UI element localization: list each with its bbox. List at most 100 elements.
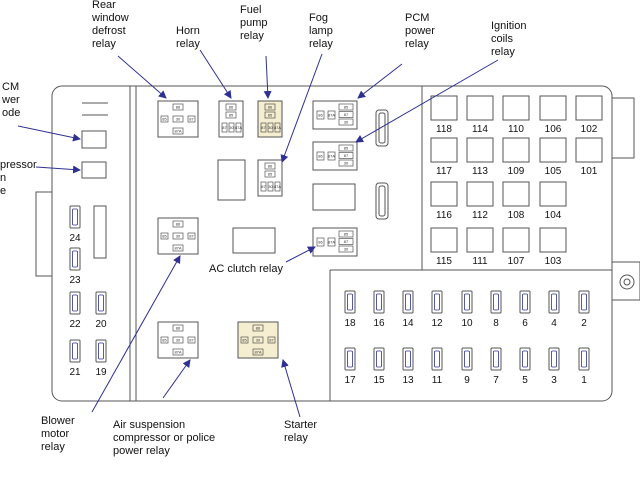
svg-text:6: 6 (522, 318, 528, 329)
fuse-14: 14 (402, 290, 414, 329)
svg-text:87A: 87A (328, 154, 335, 159)
svg-text:11: 11 (432, 375, 443, 386)
svg-text:87A: 87A (174, 246, 181, 251)
left-tab (35, 191, 53, 277)
svg-text:87A: 87A (274, 125, 281, 130)
svg-text:30: 30 (229, 125, 234, 130)
fuse-16: 16 (373, 290, 385, 329)
svg-text:114: 114 (472, 124, 488, 135)
svg-text:85: 85 (344, 146, 349, 151)
pcm-power-diode (81, 130, 107, 149)
svg-text:30: 30 (268, 184, 273, 189)
spare-slot (93, 205, 107, 259)
arrow-pcm-power (357, 63, 403, 99)
svg-text:103: 103 (545, 256, 562, 267)
middle-area (217, 109, 389, 254)
fuse-9: 9 (461, 347, 473, 386)
svg-text:116: 116 (436, 210, 452, 221)
fuse-102: 102 (575, 95, 603, 135)
svg-text:107: 107 (508, 256, 525, 267)
svg-text:85: 85 (162, 338, 167, 343)
svg-text:105: 105 (545, 166, 562, 177)
svg-text:110: 110 (508, 124, 524, 135)
svg-text:106: 106 (545, 124, 562, 135)
fuse-24: 24 (69, 205, 81, 244)
fuse-1: 1 (578, 347, 590, 386)
fuse-115: 115 (430, 227, 458, 267)
svg-text:10: 10 (461, 318, 473, 329)
svg-text:87A: 87A (274, 184, 281, 189)
svg-text:85: 85 (344, 232, 349, 237)
svg-text:16: 16 (373, 318, 385, 329)
svg-text:86: 86 (256, 326, 261, 331)
svg-text:87: 87 (261, 184, 266, 189)
svg-text:86: 86 (176, 222, 181, 227)
fuse-116: 116 (430, 181, 458, 221)
fuse-107: 107 (502, 227, 530, 267)
svg-text:30: 30 (344, 161, 349, 166)
svg-text:5: 5 (522, 375, 528, 386)
svg-text:19: 19 (95, 367, 107, 378)
svg-text:85: 85 (268, 172, 273, 177)
svg-text:87A: 87A (328, 240, 335, 245)
fuse-108: 108 (502, 181, 530, 221)
svg-text:87: 87 (189, 338, 194, 343)
svg-text:85: 85 (344, 105, 349, 110)
fuse-12: 12 (431, 290, 443, 329)
svg-text:102: 102 (581, 124, 598, 135)
fuse-10: 10 (461, 290, 473, 329)
svg-text:86: 86 (318, 154, 323, 159)
svg-text:21: 21 (69, 367, 81, 378)
fuse-103: 103 (539, 227, 567, 267)
svg-text:86: 86 (176, 326, 181, 331)
mounting-hole (619, 274, 635, 290)
connector-slot (375, 182, 389, 220)
connector-slot-inner (378, 185, 386, 217)
arrow-fog-lamp (280, 53, 323, 163)
arrow-fuel-pump (263, 55, 272, 99)
fuse-17: 17 (344, 347, 356, 386)
svg-text:111: 111 (472, 256, 488, 267)
fuse-117: 117 (430, 137, 458, 177)
fuse-105: 105 (539, 137, 567, 177)
arrow-rear-window (117, 55, 167, 99)
svg-text:4: 4 (551, 318, 557, 329)
fuse-11: 11 (431, 347, 443, 386)
fuse-104: 104 (539, 181, 567, 221)
svg-text:87A: 87A (174, 350, 181, 355)
fuse-8: 8 (490, 290, 502, 329)
svg-text:101: 101 (581, 166, 598, 177)
svg-text:30: 30 (176, 234, 181, 239)
arrow-compressor-diode (35, 165, 81, 174)
fuse-13: 13 (402, 347, 414, 386)
svg-text:14: 14 (402, 318, 414, 329)
svg-text:115: 115 (436, 256, 452, 267)
arrow-horn (199, 49, 232, 99)
svg-text:87: 87 (261, 125, 266, 130)
fuse-112: 112 (466, 181, 494, 221)
svg-text:85: 85 (162, 117, 167, 122)
svg-text:85: 85 (268, 113, 273, 118)
svg-text:22: 22 (69, 319, 81, 330)
svg-text:12: 12 (431, 318, 443, 329)
arrow-pcm-diode (17, 125, 81, 142)
svg-text:87: 87 (344, 239, 349, 244)
arrow-blower-motor (91, 255, 181, 413)
svg-text:20: 20 (95, 319, 107, 330)
